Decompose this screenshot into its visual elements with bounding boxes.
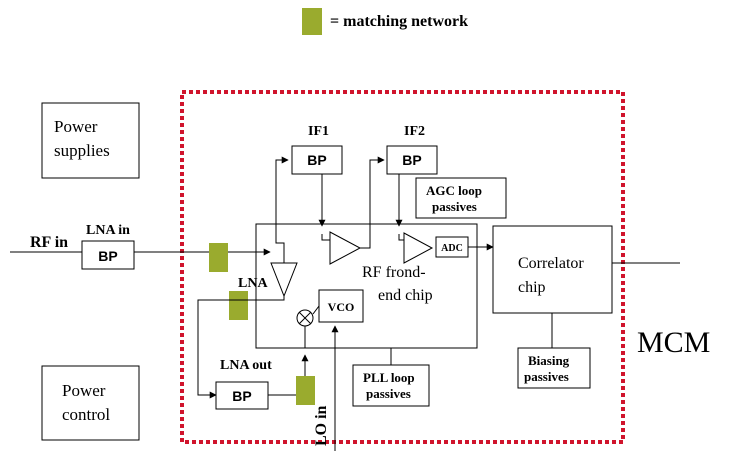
agc-line2: passives — [432, 199, 477, 214]
power-supplies-box: Power supplies — [41, 102, 140, 179]
bp-filter-lna-out: BP — [215, 381, 269, 410]
power-supplies-line1: Power — [54, 117, 98, 136]
lna-label: LNA — [238, 276, 268, 291]
bp-if2-label: BP — [402, 152, 421, 168]
power-control-box: Power control — [41, 365, 140, 441]
bp-input-label: BP — [98, 248, 117, 264]
biasing-line2: passives — [524, 369, 569, 384]
pll-loop-passives-box: PLL loop passives — [352, 364, 430, 407]
matching-network-lo-input — [296, 376, 315, 405]
mcm-label: MCM — [637, 326, 710, 359]
correlator-line2: chip — [518, 279, 546, 296]
rf-front-end-chip: RF frond- end chip — [255, 223, 478, 349]
power-control-line1: Power — [62, 381, 106, 400]
lna-out-label: LNA out — [220, 358, 272, 373]
legend: = matching network — [302, 8, 468, 35]
matching-network-lna-output — [229, 291, 248, 320]
if-amplifier-1 — [329, 231, 362, 265]
biasing-line1: Biasing — [528, 353, 570, 368]
legend-matching-swatch — [302, 8, 322, 35]
agc-loop-passives-box: AGC loop passives — [415, 177, 507, 219]
bp-filter-if2: BP — [386, 145, 438, 175]
vco-block: VCO — [318, 289, 364, 323]
bp-filter-input: BP — [81, 240, 135, 270]
adc-label: ADC — [441, 243, 463, 254]
correlator-line1: Correlator — [518, 255, 584, 272]
vco-label: VCO — [328, 300, 355, 314]
lna-amplifier — [270, 262, 298, 298]
agc-line1: AGC loop — [426, 183, 482, 198]
if-amplifier-2 — [403, 232, 434, 264]
correlator-chip: Correlator chip — [492, 225, 613, 314]
rf-chip-line1: RF frond- — [362, 264, 426, 281]
power-supplies-line2: supplies — [54, 141, 110, 160]
mcm-border — [180, 90, 625, 444]
matching-network-rf-input — [209, 243, 228, 272]
biasing-passives-box: Biasing passives — [517, 347, 591, 389]
if1-label: IF1 — [308, 124, 329, 139]
power-control-line2: control — [62, 405, 110, 424]
legend-text: = matching network — [330, 13, 468, 30]
bp-filter-if1: BP — [291, 145, 343, 175]
lna-in-label: LNA in — [86, 223, 130, 238]
adc-block: ADC — [435, 236, 469, 258]
pll-line2: passives — [366, 386, 411, 401]
if2-label: IF2 — [404, 124, 425, 139]
rf-chip-line2: end chip — [378, 287, 433, 304]
lo-in-label: LO in — [313, 405, 330, 446]
pll-line1: PLL loop — [363, 370, 415, 385]
rf-in-label: RF in — [30, 234, 68, 251]
bp-if1-label: BP — [307, 152, 326, 168]
bp-lna-out-label: BP — [232, 388, 251, 404]
